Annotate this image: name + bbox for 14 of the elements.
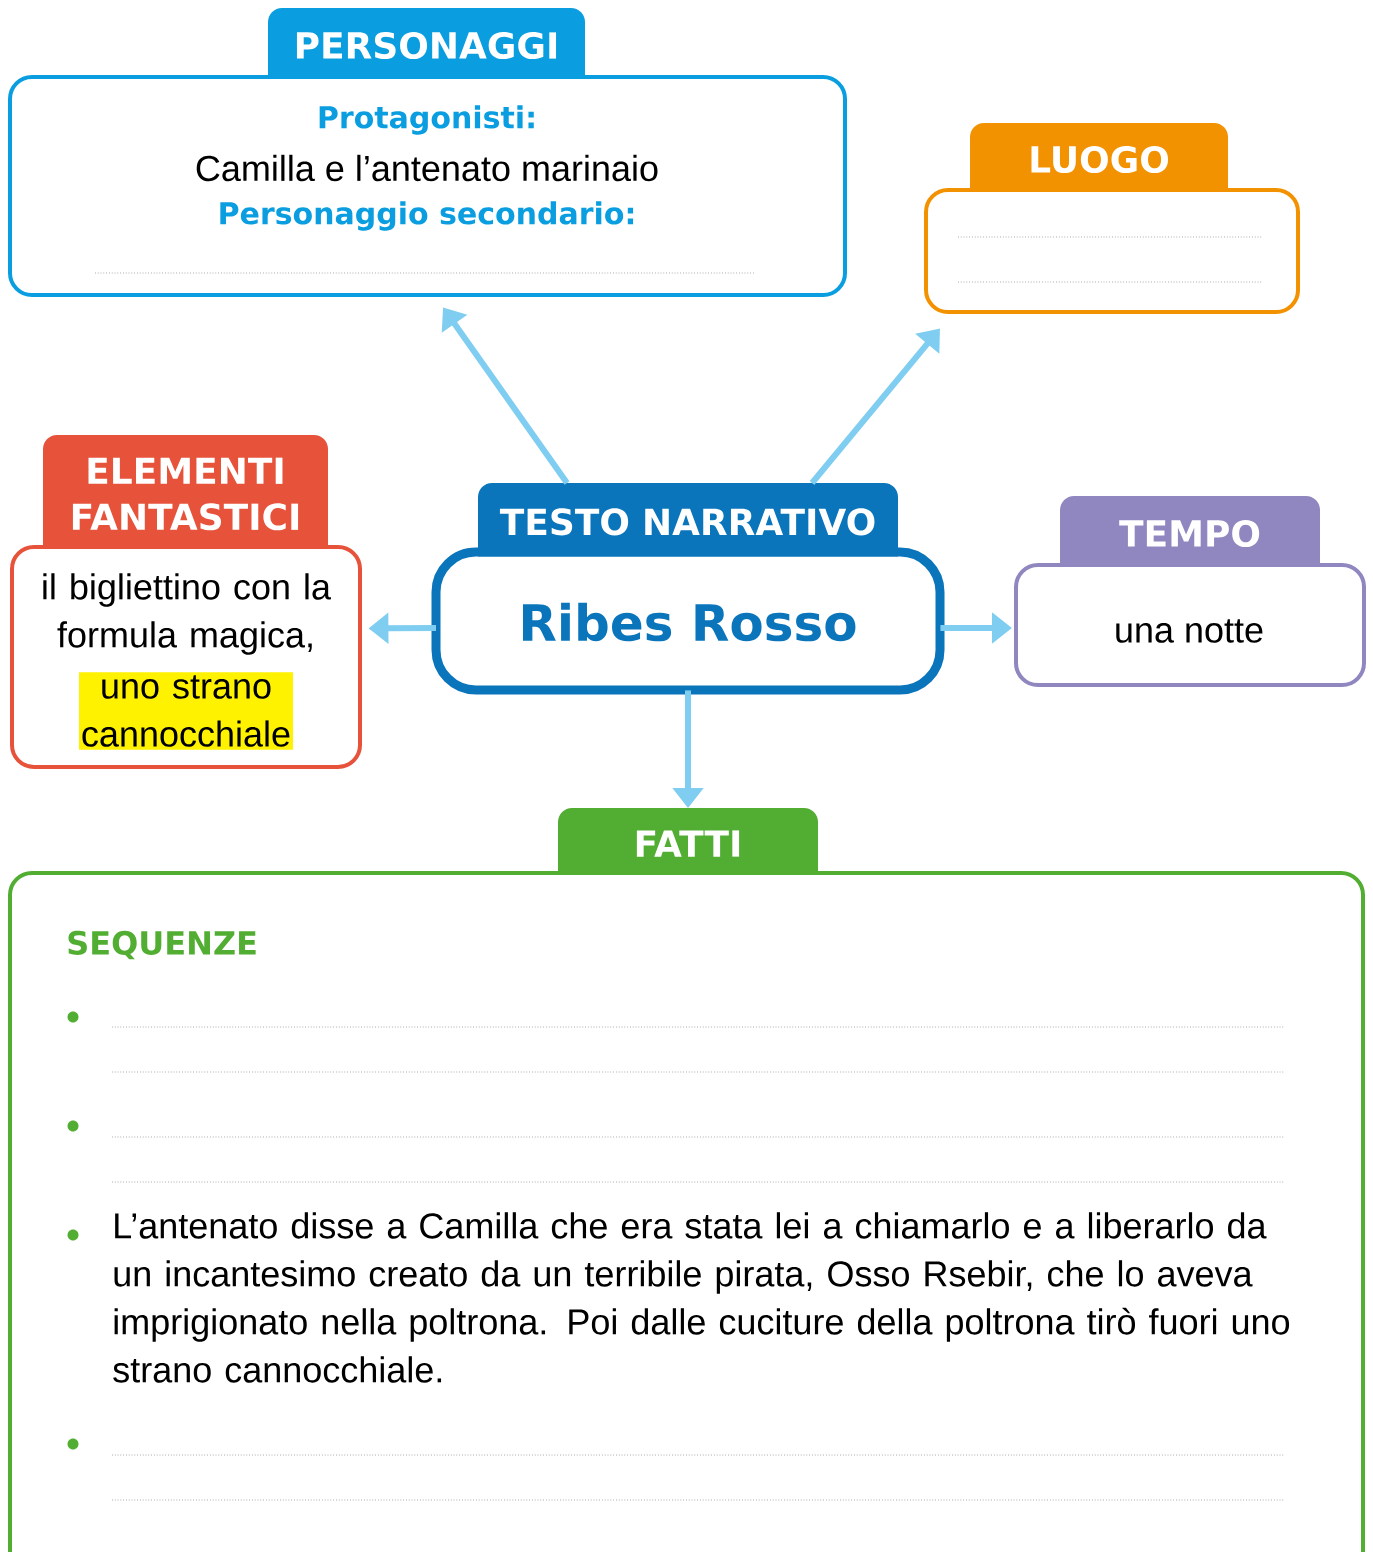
section-heading: SEQUENZE: [68, 930, 256, 960]
heading-tab: FATTI: [558, 808, 818, 875]
paragraph-text: L’antenato disse a Camilla che era stata lei a chiamarlo e a liberarlo da un incantesimo creato da un terribile pirata, Osso Rsebir, che lo aveva imprigionato nella poltrona. Poi dalle cuciture della poltrona tirò fuori uno strano cannocchiale.: [113, 1212, 1290, 1383]
body-text: una notte: [1116, 619, 1263, 643]
label-text: Personaggio secondario:: [220, 201, 634, 231]
label-text: Protagonisti:: [319, 105, 534, 135]
heading-tab: ELEMENTI FANTASTICI: [43, 435, 328, 549]
body-text: Camilla e l’antenato marinaio: [196, 154, 658, 182]
title-text: Ribes Rosso: [523, 602, 856, 642]
heading-tab: LUOGO: [970, 123, 1228, 192]
heading-tab: TESTO NARRATIVO: [478, 483, 898, 557]
heading-tab: TEMPO: [1060, 496, 1320, 567]
highlighted-text: uno strano cannocchiale: [79, 672, 293, 750]
heading-tab: PERSONAGGI: [268, 8, 585, 79]
